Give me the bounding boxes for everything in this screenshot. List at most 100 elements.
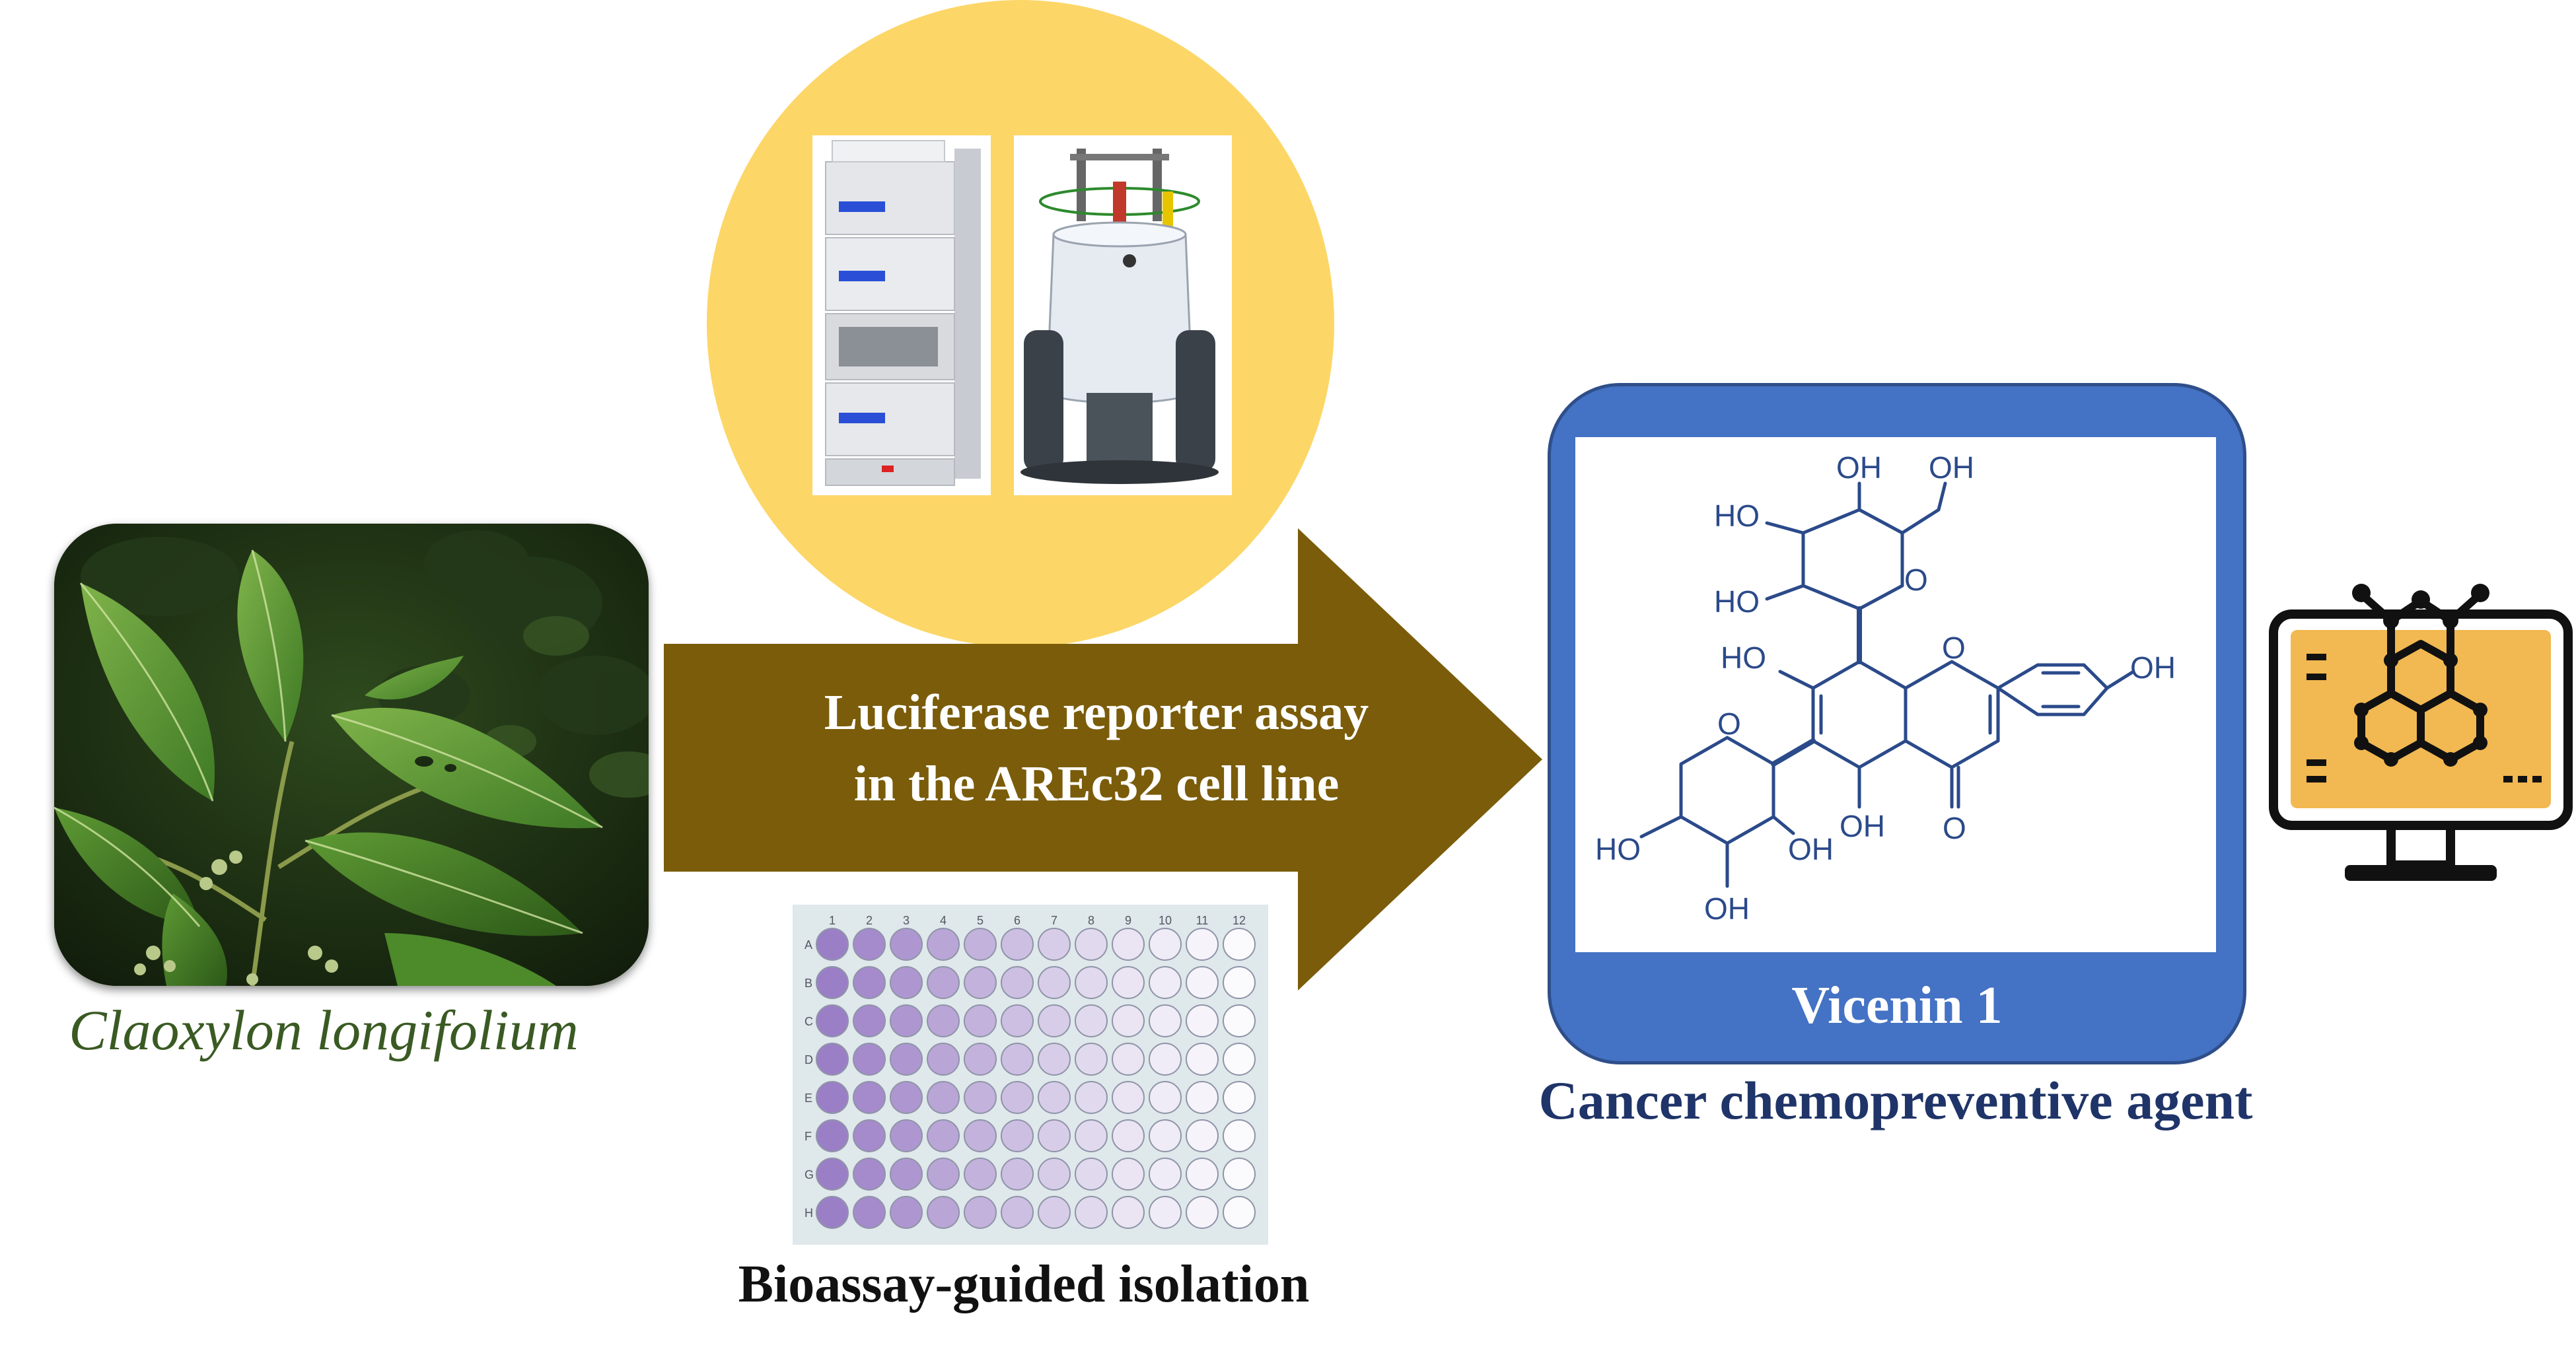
plate-well xyxy=(964,1196,997,1229)
plate-well xyxy=(853,1043,886,1076)
plate-well xyxy=(927,1081,960,1114)
atom-oh-phenyl: OH xyxy=(2130,650,2176,685)
plate-row-label: H xyxy=(805,1206,813,1220)
plate-well xyxy=(927,1158,960,1191)
plate-well xyxy=(1038,1196,1071,1229)
plate-well xyxy=(816,1004,849,1037)
assay-label-line1: Luciferase reporter assay xyxy=(824,685,1369,740)
plate-column-label: 11 xyxy=(1196,914,1209,927)
plate-row-label: C xyxy=(805,1015,813,1028)
plate-well xyxy=(1149,1043,1182,1076)
plate-well xyxy=(1001,966,1034,999)
atom-o-chromone: O xyxy=(1942,631,1966,665)
atom-o-ring1: O xyxy=(1904,563,1928,597)
process-arrow xyxy=(664,528,1542,990)
plate-well xyxy=(1149,1119,1182,1152)
plate-row-label: A xyxy=(805,938,812,952)
plate-well xyxy=(1001,928,1034,961)
atom-ho-3: HO xyxy=(1721,641,1766,675)
atom-oh-bottom: OH xyxy=(1704,891,1750,926)
plate-row-label: G xyxy=(805,1168,814,1181)
instrument-photos xyxy=(812,135,1232,495)
plate-well xyxy=(890,1004,923,1037)
plate-well xyxy=(816,1119,849,1152)
plate-row-label: D xyxy=(805,1053,813,1066)
atom-oh-top2: OH xyxy=(1929,450,1974,485)
plate-well xyxy=(1001,1158,1034,1191)
plate-well xyxy=(1038,1119,1071,1152)
plant-photo xyxy=(54,524,649,986)
atom-ho-1: HO xyxy=(1714,499,1760,533)
atom-ho-4: HO xyxy=(1595,832,1641,866)
computer-monitor-molecule-icon xyxy=(2269,584,2573,881)
plate-well xyxy=(1075,966,1108,999)
plate-well xyxy=(1075,1004,1108,1037)
plate-well xyxy=(1038,1004,1071,1037)
atom-ho-2: HO xyxy=(1714,584,1760,619)
plate-well xyxy=(1186,1119,1219,1152)
plate-well xyxy=(1186,1196,1219,1229)
plate-well xyxy=(1112,1004,1145,1037)
compound-name: Vicenin 1 xyxy=(1791,977,2003,1035)
plate-well xyxy=(1223,1043,1256,1076)
plate-well xyxy=(890,1081,923,1114)
plate-well xyxy=(1112,1158,1145,1191)
plate-well xyxy=(1038,928,1071,961)
plate-column-label: 4 xyxy=(940,914,947,927)
plate-well xyxy=(816,1081,849,1114)
plate-well xyxy=(964,1119,997,1152)
plate-column-label: 9 xyxy=(1125,914,1131,927)
plate-well xyxy=(1149,1158,1182,1191)
plate-well xyxy=(1186,966,1219,999)
plate-well xyxy=(927,1004,960,1037)
plate-column-label: 7 xyxy=(1051,914,1057,927)
plate-well xyxy=(816,928,849,961)
plate-column-label: 6 xyxy=(1014,914,1020,927)
plate-well xyxy=(1075,1081,1108,1114)
plate-well xyxy=(1112,1196,1145,1229)
plate-well xyxy=(1149,1004,1182,1037)
plate-well xyxy=(853,966,886,999)
plate-well xyxy=(1186,1081,1219,1114)
plate-well xyxy=(1001,1119,1034,1152)
plate-well xyxy=(1149,1081,1182,1114)
plate-well xyxy=(1075,1119,1108,1152)
plate-column-label: 3 xyxy=(903,914,910,927)
assay-label-line2: in the AREc32 cell line xyxy=(853,756,1340,812)
plate-well xyxy=(964,1158,997,1191)
plate-well xyxy=(853,1004,886,1037)
plate-well xyxy=(853,1158,886,1191)
plant-species-caption: Claoxylon longifolium xyxy=(69,998,579,1062)
plate-well xyxy=(816,966,849,999)
plate-column-label: 5 xyxy=(977,914,984,927)
plate-well xyxy=(927,1043,960,1076)
plate-well xyxy=(1223,928,1256,961)
plate-well xyxy=(853,1119,886,1152)
plate-well xyxy=(964,928,997,961)
plate-row-label: F xyxy=(805,1130,812,1143)
plate-well xyxy=(1186,1004,1219,1037)
hplc-instrument-image xyxy=(812,135,991,495)
plate-well xyxy=(964,966,997,999)
plate-well xyxy=(853,1081,886,1114)
plate-well xyxy=(927,1196,960,1229)
plate-well xyxy=(1112,1043,1145,1076)
plate-well xyxy=(927,1119,960,1152)
plate-well xyxy=(890,966,923,999)
atom-o-ring2: O xyxy=(1717,707,1741,741)
plate-well xyxy=(1186,1043,1219,1076)
plate-row-label: E xyxy=(805,1092,812,1105)
plate-well xyxy=(1001,1043,1034,1076)
plate-well xyxy=(1223,1196,1256,1229)
atom-oh-mid: OH xyxy=(1788,832,1834,866)
plate-well xyxy=(1112,928,1145,961)
plate-well xyxy=(1001,1004,1034,1037)
assay-label: Luciferase reporter assay in the AREc32 … xyxy=(700,677,1493,819)
plate-well xyxy=(816,1043,849,1076)
plate-well xyxy=(816,1158,849,1191)
plate-well xyxy=(1223,1004,1256,1037)
plate-well xyxy=(1075,1196,1108,1229)
plate-well xyxy=(890,1119,923,1152)
plate-column-label: 8 xyxy=(1088,914,1094,927)
plate-column-label: 1 xyxy=(829,914,836,927)
